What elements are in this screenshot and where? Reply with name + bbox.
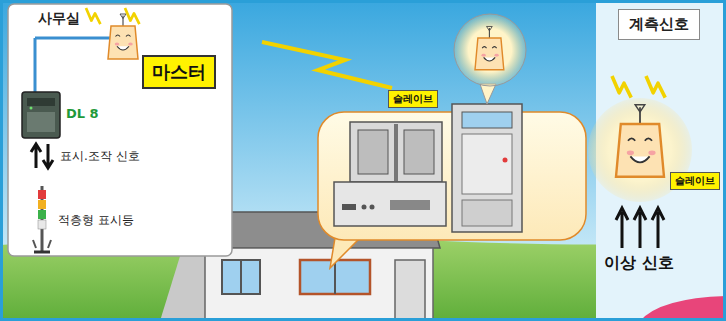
node-text: 슬레이브	[393, 92, 433, 106]
node-text: 슬레이브	[675, 174, 715, 188]
node-text: 사무실	[38, 10, 232, 28]
signal-name: 이상 신호	[604, 253, 674, 274]
part-name: 적층형 표시등	[58, 212, 134, 229]
node-text: 마스터	[152, 60, 206, 84]
slave-tag: 슬레이브	[670, 172, 720, 190]
signal-name: 표시.조작 신호	[60, 148, 140, 165]
device-name: DL 8	[66, 106, 99, 121]
node-text: 계측신호	[629, 15, 689, 34]
heading-box: 계측신호	[618, 9, 700, 40]
slave-tag: 슬레이브	[388, 90, 438, 108]
master-tag: 마스터	[142, 55, 216, 89]
